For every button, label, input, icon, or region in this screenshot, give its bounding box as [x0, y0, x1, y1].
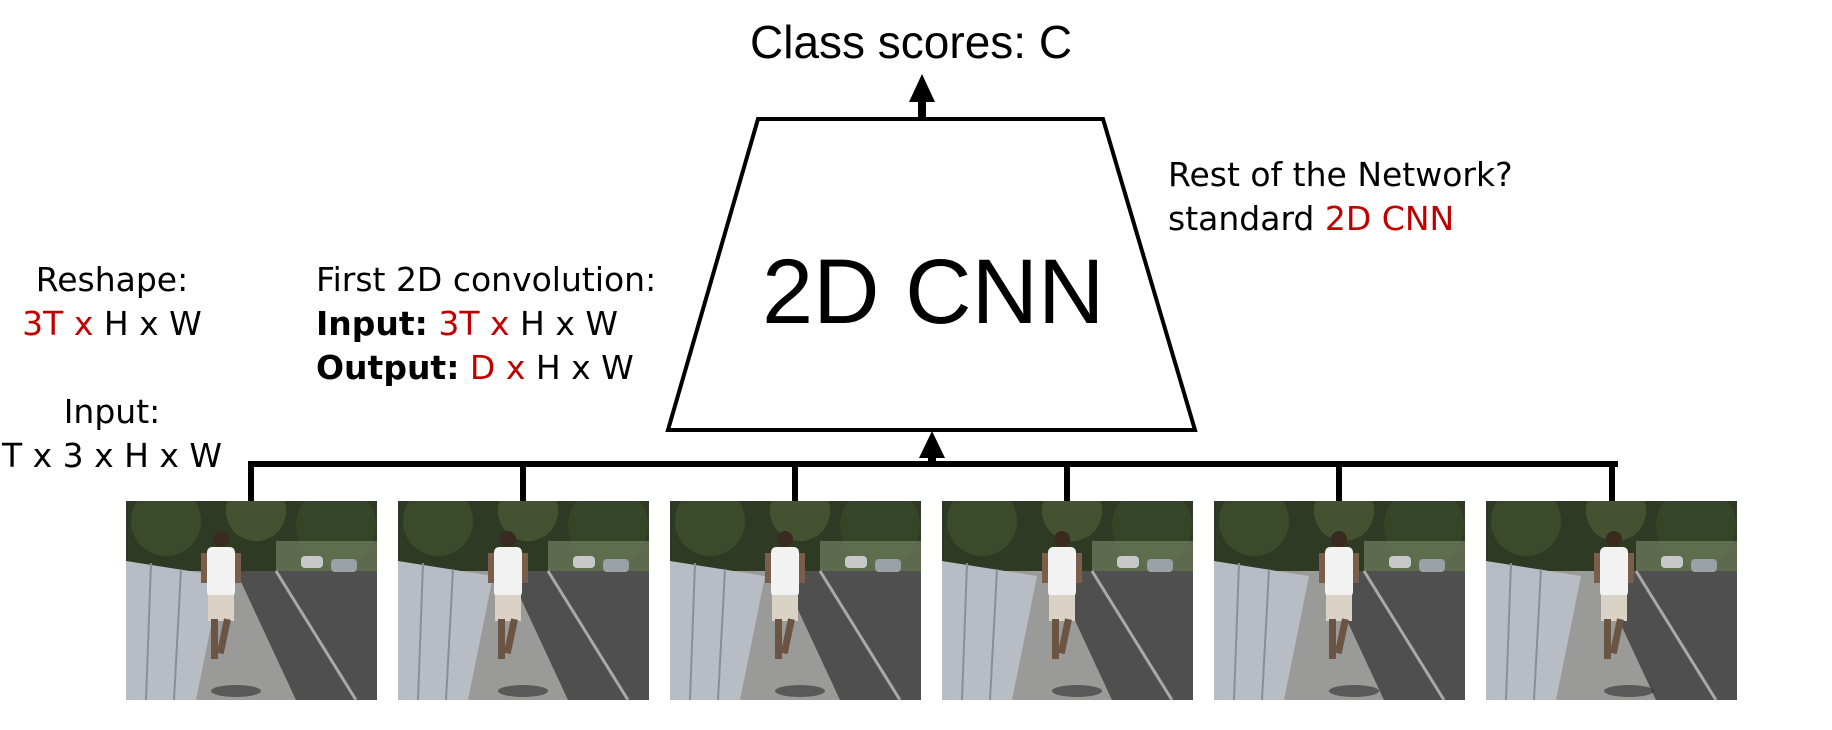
video-frame — [942, 481, 1193, 701]
rest-value: 2D CNN — [1324, 199, 1455, 238]
first-conv-output-rest: H x W — [535, 348, 634, 387]
rest-question: Rest of the Network? — [1168, 155, 1513, 194]
reshape-red: 3T x — [22, 304, 94, 343]
frame-image — [398, 481, 649, 701]
first-conv-note: First 2D convolution: Input: 3T x H x W … — [316, 258, 656, 390]
video-frame — [398, 481, 649, 701]
input-note: Input: T x 3 x H x W — [0, 390, 224, 478]
first-conv-input-rest: H x W — [520, 304, 618, 343]
frame-image — [126, 481, 377, 701]
rest-of-network-note: Rest of the Network? standard 2D CNN — [1168, 153, 1513, 241]
frame-image — [670, 481, 921, 701]
video-frame — [1214, 481, 1465, 701]
video-frame — [126, 481, 377, 701]
frame-image — [1214, 481, 1465, 701]
cnn-label: 2D CNN — [762, 241, 1105, 343]
input-arrow-head — [919, 431, 945, 458]
frame-image — [942, 481, 1193, 701]
rest-answer: standard 2D CNN — [1168, 197, 1513, 241]
frame-image — [1486, 481, 1737, 701]
frame-connectors — [248, 462, 1615, 502]
input-shape: T x 3 x H x W — [1, 436, 223, 475]
first-conv-input: Input: 3T x H x W — [316, 302, 656, 346]
input-label: Input: — [63, 392, 161, 431]
reshape-label: Reshape: — [35, 260, 189, 299]
output-arrow-head — [909, 74, 935, 102]
reshape-rest: H x W — [103, 304, 202, 343]
first-conv-output-label: Output: — [316, 348, 460, 387]
reshape-shape: 3T x H x W — [22, 302, 202, 346]
first-conv-output-red: D x — [469, 348, 526, 387]
first-conv-input-label: Input: — [316, 304, 428, 343]
cnn-trapezoid — [665, 117, 1198, 432]
video-frame — [1486, 481, 1737, 701]
reshape-note: Reshape: 3T x H x W — [22, 258, 202, 346]
first-conv-input-red: 3T x — [438, 304, 510, 343]
video-frame — [670, 481, 921, 701]
class-scores-title: Class scores: C — [750, 16, 1073, 68]
rest-prefix: standard — [1168, 199, 1325, 238]
first-conv-output: Output: D x H x W — [316, 346, 656, 390]
first-conv-heading: First 2D convolution: — [316, 260, 657, 299]
